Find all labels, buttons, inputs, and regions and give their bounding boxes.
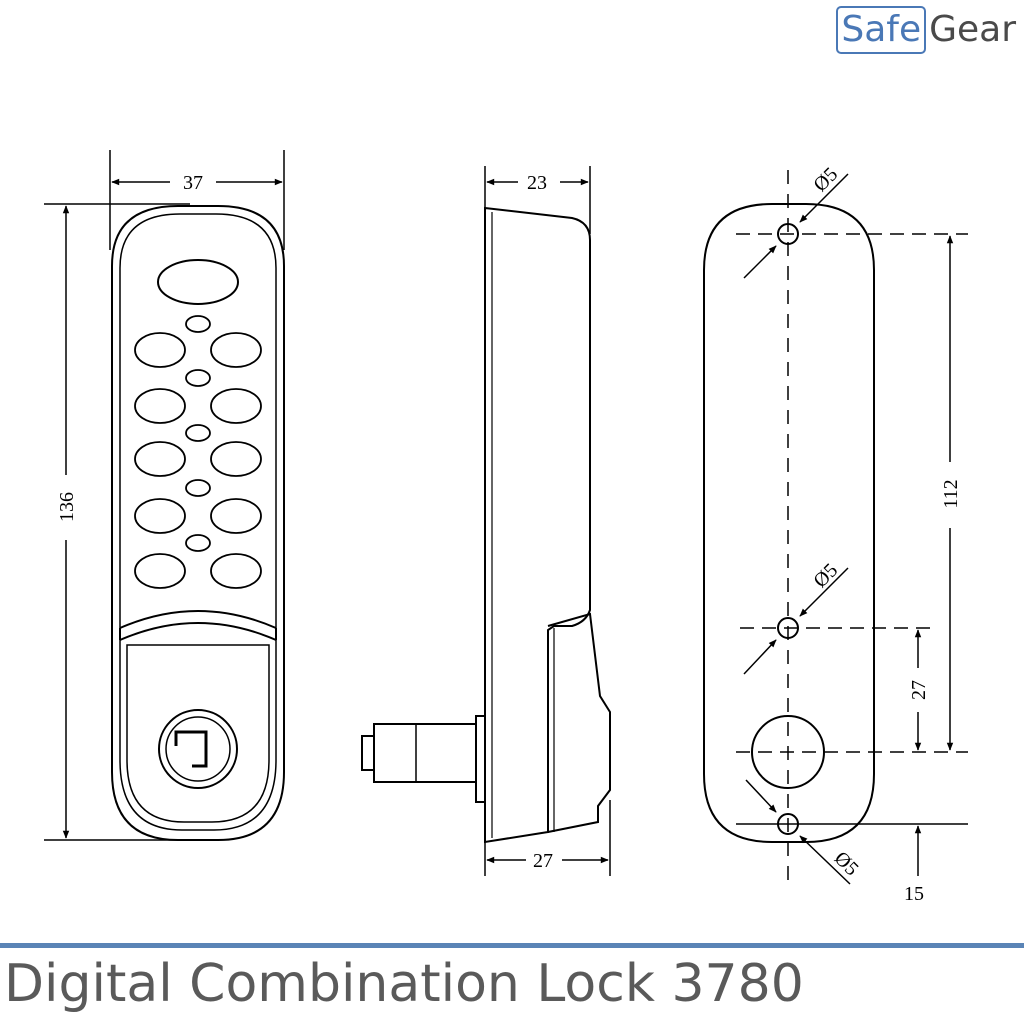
- back-body-outline: [703, 203, 875, 843]
- keypad-button: [134, 441, 186, 477]
- keypad-button: [134, 332, 186, 368]
- hole-bottom-label: Ø5: [830, 847, 863, 880]
- keypad-button: [210, 332, 262, 368]
- spindle-cam: [475, 715, 486, 803]
- brand-logo-safe: Safe: [836, 6, 927, 54]
- side-bottom-dimension: [484, 800, 611, 876]
- hole-mid-label: Ø5: [809, 559, 842, 592]
- knob-cover-top: [119, 610, 277, 629]
- keypad-small-button: [185, 315, 211, 333]
- keypad-button: [134, 498, 186, 534]
- hole-top-label: Ø5: [809, 163, 842, 196]
- turn-knob-slot: [174, 730, 208, 768]
- keypad-button: [210, 498, 262, 534]
- mount-hole-mid: [777, 617, 799, 639]
- keypad-button: [134, 388, 186, 424]
- keypad-button: [210, 441, 262, 477]
- side-bottom-label: 27: [533, 850, 553, 872]
- brand-logo-gear: Gear: [929, 9, 1016, 50]
- back-view: [703, 170, 968, 885]
- side-top-label: 23: [527, 172, 547, 194]
- side-body-outline: [484, 206, 591, 844]
- spindle-hole: [751, 715, 825, 789]
- display-window: [157, 259, 239, 305]
- keypad-small-button: [185, 424, 211, 442]
- side-top-dimension: [484, 166, 591, 234]
- keypad-button: [134, 553, 186, 589]
- spindle-shaft: [373, 723, 477, 783]
- knob-cover-inner: [126, 644, 270, 823]
- front-body-outline: [111, 205, 285, 841]
- back-bottom-offset-label: 15: [904, 883, 924, 905]
- back-span-label: 112: [940, 479, 962, 508]
- keypad-button: [210, 553, 262, 589]
- front-width-dimension: [109, 150, 285, 250]
- front-height-label: 136: [56, 492, 78, 522]
- side-view: [361, 166, 611, 876]
- footer-divider: [0, 943, 1024, 948]
- front-body-inner: [119, 213, 277, 831]
- side-lower-housing: [547, 612, 611, 833]
- back-mid-offset-label: 27: [908, 680, 930, 700]
- product-title: Digital Combination Lock 3780: [4, 954, 804, 1014]
- technical-drawing: 37 136 23 27: [44, 150, 968, 905]
- keypad: [134, 315, 262, 589]
- spindle-end: [361, 735, 375, 771]
- front-height-dimension: [44, 203, 190, 841]
- knob-cover-line: [119, 622, 277, 641]
- front-width-label: 37: [183, 172, 203, 194]
- keypad-small-button: [185, 534, 211, 552]
- keypad-small-button: [185, 479, 211, 497]
- mount-hole-top: [777, 223, 799, 245]
- turn-knob: [158, 709, 238, 789]
- mount-hole-bottom: [777, 813, 799, 835]
- keypad-small-button: [185, 369, 211, 387]
- keypad-button: [210, 388, 262, 424]
- front-view: [44, 150, 285, 841]
